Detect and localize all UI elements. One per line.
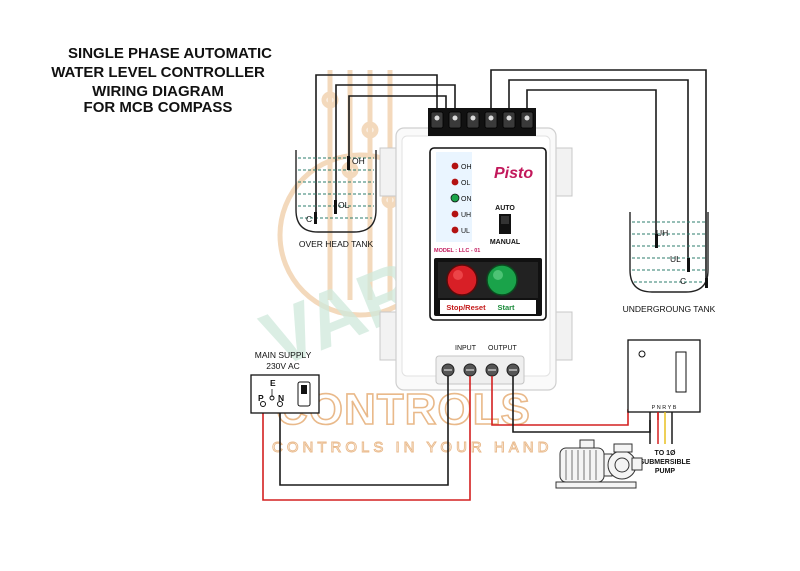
brand-logo: Pisto xyxy=(494,165,533,182)
main-supply-line1: MAIN SUPPLY xyxy=(255,350,312,360)
indicator-oh-label: OH xyxy=(461,164,472,171)
ugt-probe-ul: UL xyxy=(670,254,681,264)
oht-probe-ol: OL xyxy=(338,200,350,210)
pump-terminals-label: P N R Y B xyxy=(652,405,677,411)
title-line-4: FOR MCB COMPASS xyxy=(84,99,233,116)
ugt-label: UNDERGROUNG TANK xyxy=(623,304,716,314)
output-label: OUTPUT xyxy=(488,345,518,352)
oht-probe-oh: OH xyxy=(352,156,365,166)
indicator-oh-led xyxy=(451,162,459,170)
indicator-ul-label: UL xyxy=(461,228,470,235)
controller-device: OH OL ON UH UL Pisto AUTO MANUAL MODEL :… xyxy=(379,108,573,391)
stop-reset-label: Stop/Reset xyxy=(446,303,486,312)
indicator-uh-led xyxy=(451,210,459,218)
ugt-probe-uh: UH xyxy=(656,228,668,238)
model-label: MODEL : LLC - 01 xyxy=(434,248,480,254)
oht-label: OVER HEAD TANK xyxy=(299,239,374,249)
watermark-bottom: CONTROLS IN YOUR HAND xyxy=(272,439,552,456)
indicator-uh-label: UH xyxy=(461,212,471,219)
input-label: INPUT xyxy=(455,345,477,352)
start-label: Start xyxy=(497,303,515,312)
underground-tank: UH UL C UNDERGROUNG TANK xyxy=(623,212,716,314)
bottom-terminal-block: INPUT OUTPUT xyxy=(435,345,525,385)
title-line-1: SINGLE PHASE AUTOMATIC xyxy=(68,45,272,62)
pump-caption-line3: PUMP xyxy=(655,468,676,475)
over-head-tank: OH OL C OVER HEAD TANK xyxy=(295,150,377,249)
neutral-label: N xyxy=(278,393,284,403)
indicator-on-led xyxy=(450,193,460,203)
main-supply: MAIN SUPPLY 230V AC E P N xyxy=(250,350,320,414)
probe-wires xyxy=(315,69,707,282)
switch-auto-label: AUTO xyxy=(495,205,515,212)
switch-manual-label: MANUAL xyxy=(490,239,521,246)
indicator-ul-led xyxy=(451,226,459,234)
top-terminal-block xyxy=(428,108,536,136)
pump-caption-line2: SUBMERSIBLE xyxy=(640,459,691,466)
indicator-ol-label: OL xyxy=(461,180,470,187)
stop-reset-button[interactable] xyxy=(446,264,478,296)
title-line-3: WIRING DIAGRAM xyxy=(92,83,224,100)
main-supply-line2: 230V AC xyxy=(266,361,300,371)
phase-label: P xyxy=(258,393,264,403)
pump-control-box: P N R Y B TO 1Ø SUBMERSIBLE PUMP xyxy=(627,339,701,475)
diagram-title: SINGLE PHASE AUTOMATIC WATER LEVEL CONTR… xyxy=(51,45,272,116)
indicator-ol-led xyxy=(451,178,459,186)
earth-label: E xyxy=(270,378,276,388)
oht-probe-c: C xyxy=(306,214,312,224)
switch-lever xyxy=(501,216,509,224)
pump-motor-icon xyxy=(555,439,643,489)
pump-caption-line1: TO 1Ø xyxy=(655,450,676,457)
indicator-on-label: ON xyxy=(461,196,472,203)
ugt-probe-c: C xyxy=(680,276,686,286)
indicator-panel: OH OL ON UH UL xyxy=(450,162,472,235)
title-line-2: WATER LEVEL CONTROLLER xyxy=(51,64,265,81)
start-button[interactable] xyxy=(486,264,518,296)
brand-text: Pisto xyxy=(494,165,533,182)
